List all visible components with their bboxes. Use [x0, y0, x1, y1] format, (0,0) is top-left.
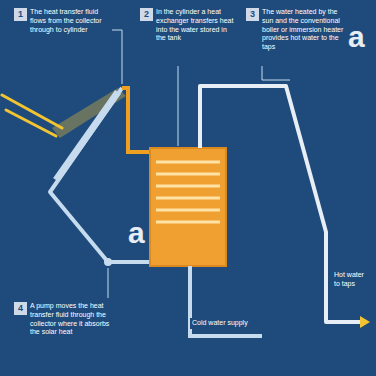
callout-number: 1: [14, 8, 27, 21]
callout-number: 3: [246, 8, 259, 21]
pipe-label: Cold water supply: [190, 318, 264, 329]
pipe-label: Hot water to taps: [332, 270, 372, 290]
callout-text: A pump moves the heat transfer fluid thr…: [30, 302, 110, 337]
callout-text: The water heated by the sun and the conv…: [262, 8, 346, 52]
callout-text: In the cylinder a heat exchanger transfe…: [156, 8, 236, 43]
pump: [104, 258, 112, 266]
collector-loop: [50, 88, 150, 262]
leader-lines: [108, 30, 290, 298]
cylinder: [150, 148, 226, 266]
hot-fluid-pipe: [122, 88, 150, 152]
callout-number: 4: [14, 302, 27, 315]
sun-rays: [2, 95, 62, 136]
section-letter: a: [128, 218, 145, 248]
outlet-arrow: [360, 316, 370, 328]
callout-number: 2: [140, 8, 153, 21]
heat-exchanger-coil: [156, 162, 220, 222]
section-letter: a: [348, 22, 365, 52]
callout-text: The heat transfer fluid flows from the c…: [30, 8, 110, 34]
